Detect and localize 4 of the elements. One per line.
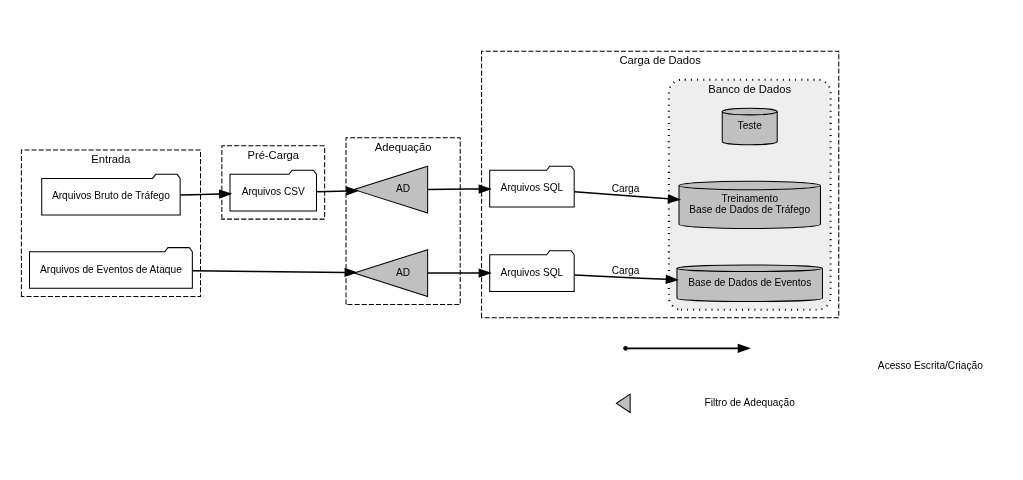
edge-label: Carga bbox=[611, 264, 639, 276]
legend-label: Acesso Escrita/Criação bbox=[877, 359, 983, 371]
legend-label: Filtro de Adequação bbox=[704, 396, 795, 408]
edge-label: Carga bbox=[611, 182, 639, 194]
